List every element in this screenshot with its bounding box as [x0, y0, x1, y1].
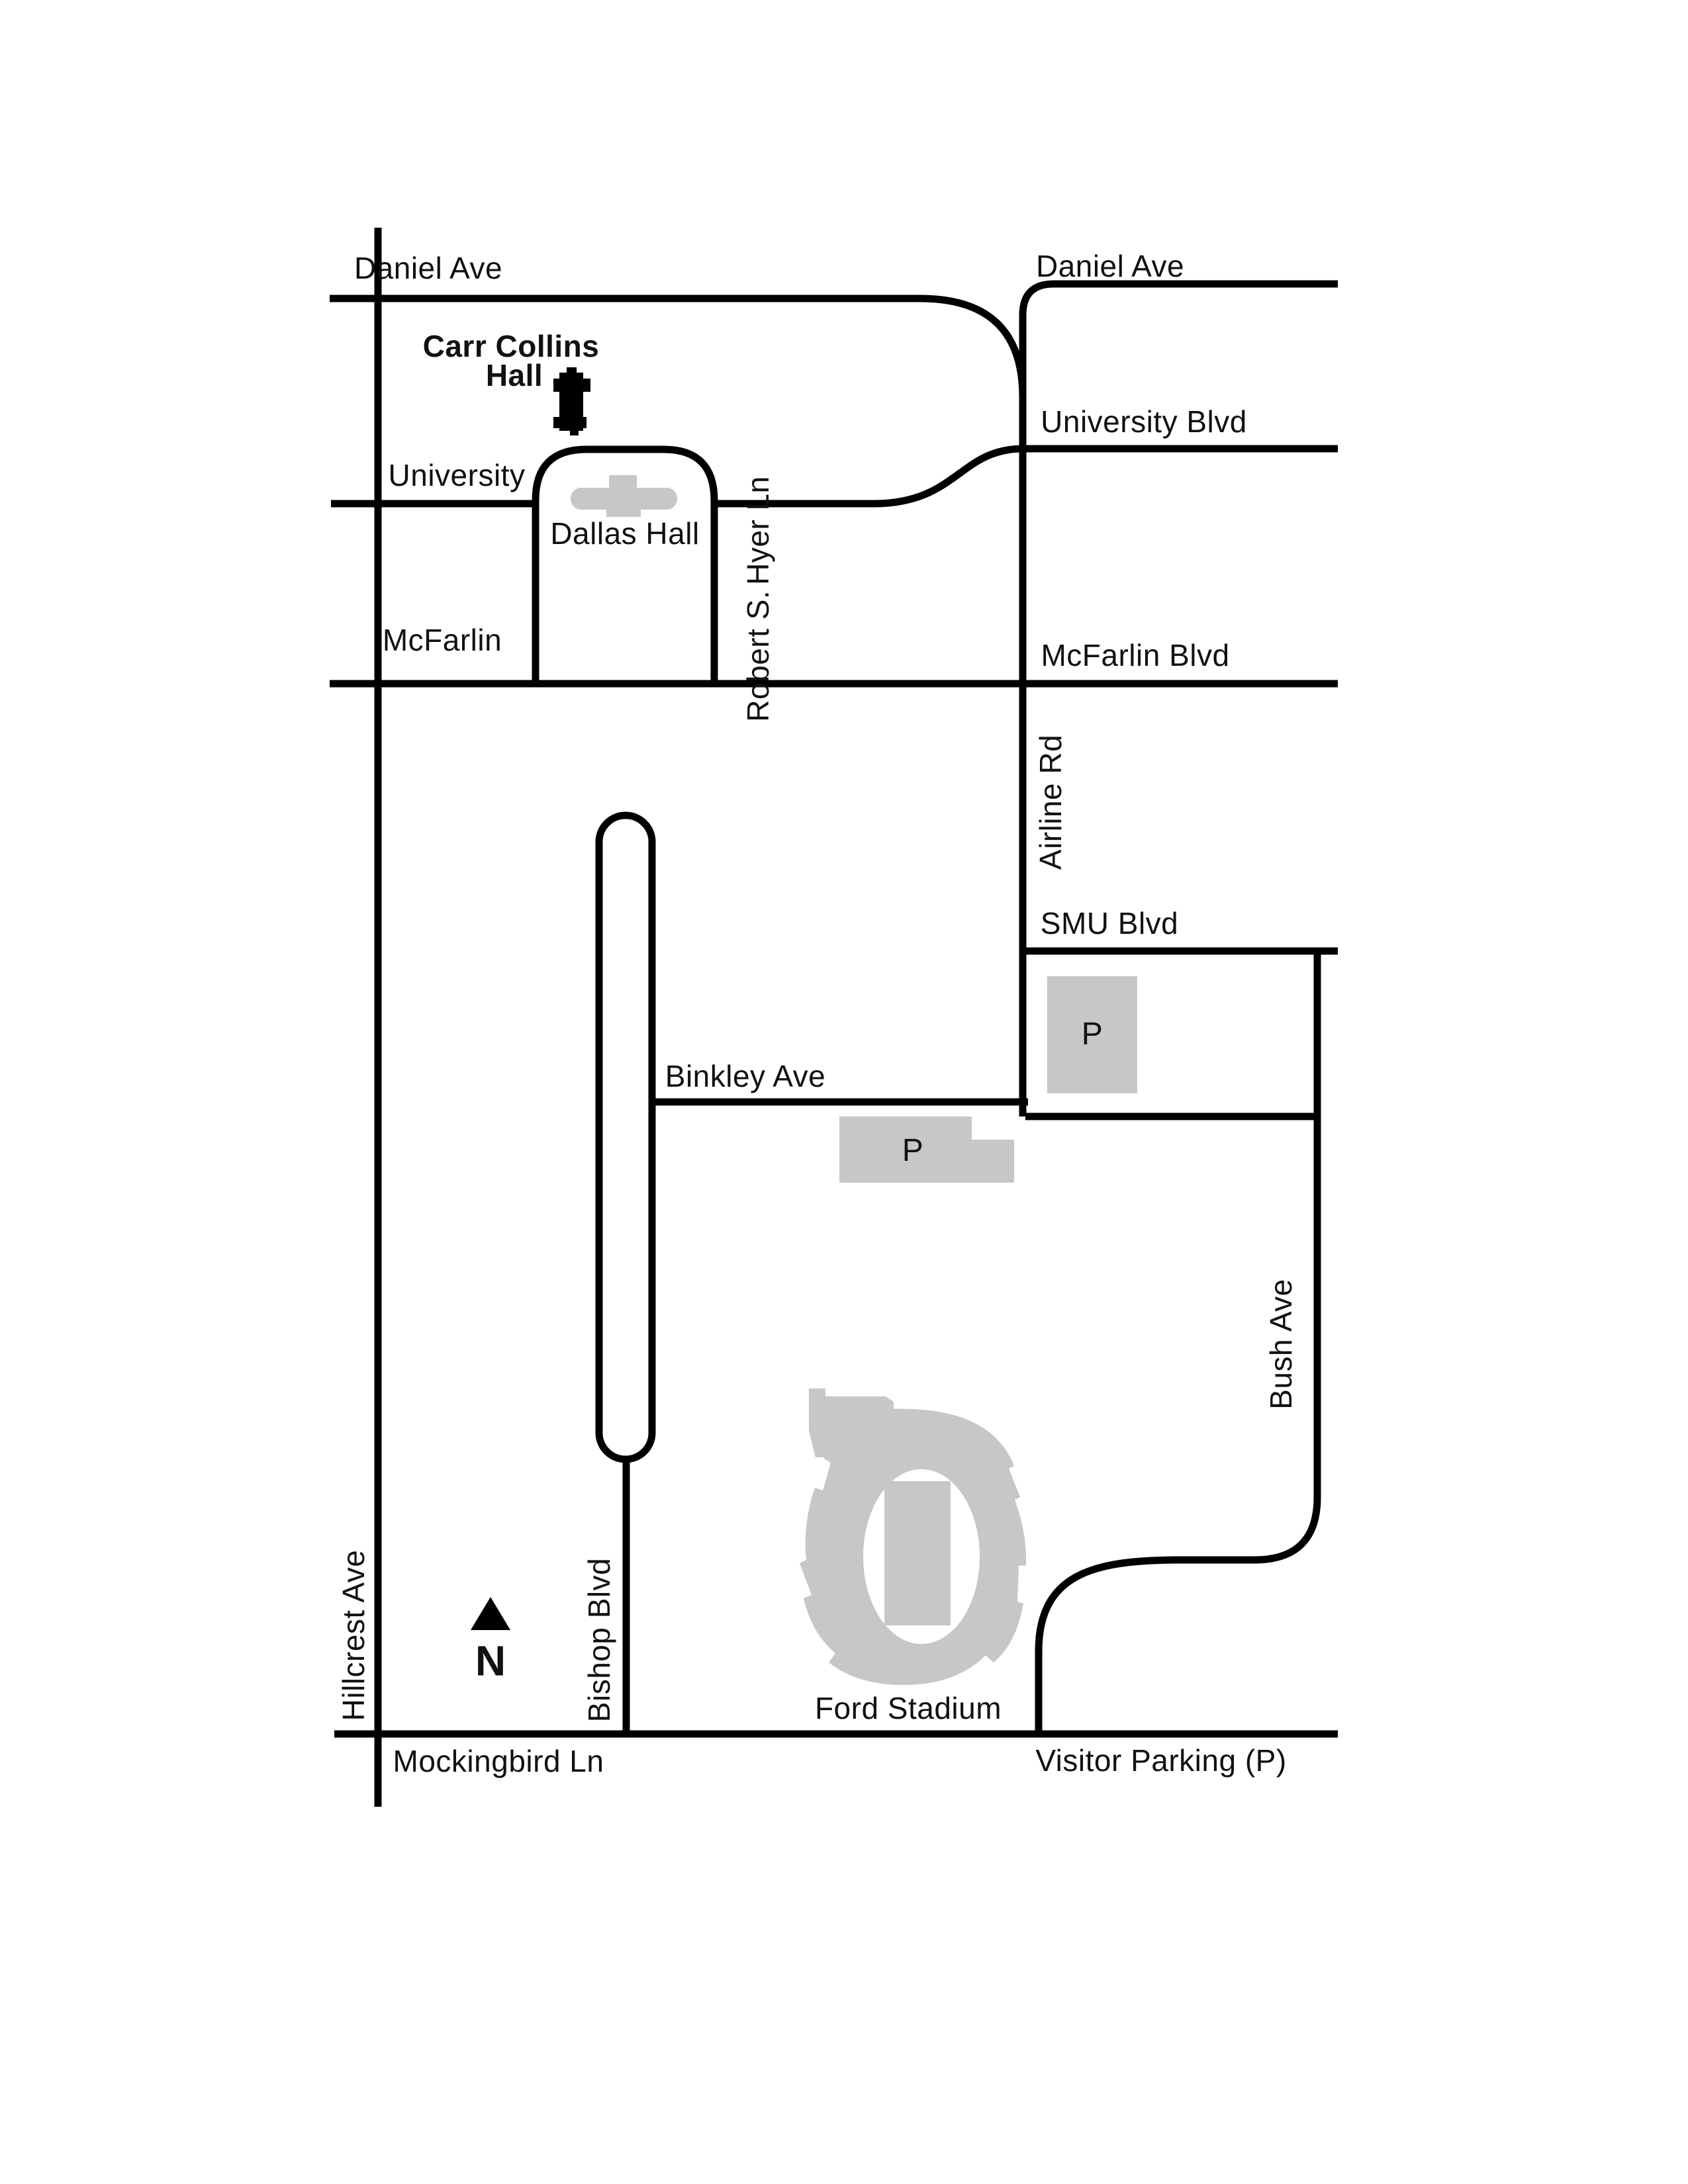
road-bishop-blvd-median	[595, 811, 656, 1463]
north-indicator-letter: N	[475, 1637, 506, 1685]
street-label-university-west: University	[388, 458, 526, 493]
street-label-robert-hyer-ln: Robert S. Hyer Ln	[741, 476, 776, 722]
dallas-hall-building-south-wing	[606, 504, 641, 517]
street-label-mockingbird-ln: Mockingbird Ln	[393, 1744, 604, 1779]
road-campus-loop	[532, 445, 718, 684]
street-label-mcfarlin-west: McFarlin	[382, 623, 502, 658]
building-label-dallas-hall: Dallas Hall	[550, 516, 700, 551]
dallas-hall-building-north-wing	[609, 475, 637, 492]
street-label-smu-blvd: SMU Blvd	[1040, 906, 1179, 941]
street-label-mcfarlin-blvd: McFarlin Blvd	[1041, 638, 1230, 673]
legend-visitor-parking: Visitor Parking (P)	[1035, 1743, 1287, 1778]
road-daniel-ave-east-airline-rd	[1019, 280, 1338, 1116]
building-label-carr-collins-line2: Hall	[485, 358, 543, 393]
parking-label-binkley: P	[902, 1133, 924, 1169]
street-label-daniel-ave-east: Daniel Ave	[1035, 249, 1185, 284]
street-label-robert-hyer-line2: Hyer Ln	[741, 476, 776, 585]
road-network	[330, 228, 1338, 1807]
parking-label-north: P	[1081, 1017, 1103, 1052]
road-campus-loop-east-connector	[714, 445, 1023, 508]
building-label-ford-stadium: Ford Stadium	[814, 1691, 1002, 1726]
dallas-hall-building	[571, 488, 677, 510]
street-label-airline-rd: Airline Rd	[1033, 734, 1068, 870]
north-arrow-icon	[471, 1597, 510, 1630]
street-label-robert-hyer-line1: Robert S.	[741, 590, 776, 722]
road-bush-ave	[1035, 951, 1321, 1734]
parking-lot-north	[1047, 976, 1137, 1093]
street-label-bush-ave: Bush Ave	[1264, 1279, 1299, 1410]
building-label-carr-collins-line1: Carr Collins	[422, 329, 600, 364]
street-label-bishop-blvd: Bishop Blvd	[582, 1557, 617, 1723]
street-label-binkley-ave: Binkley Ave	[665, 1059, 826, 1094]
ford-stadium-field	[884, 1481, 951, 1625]
parking-lot-binkley	[839, 1116, 1014, 1183]
street-label-hillcrest-ave: Hillcrest Ave	[336, 1549, 371, 1721]
street-label-university-blvd: University Blvd	[1041, 404, 1247, 439]
street-label-daniel-ave-west: Daniel Ave	[353, 251, 503, 286]
carr-collins-building	[553, 367, 590, 435]
